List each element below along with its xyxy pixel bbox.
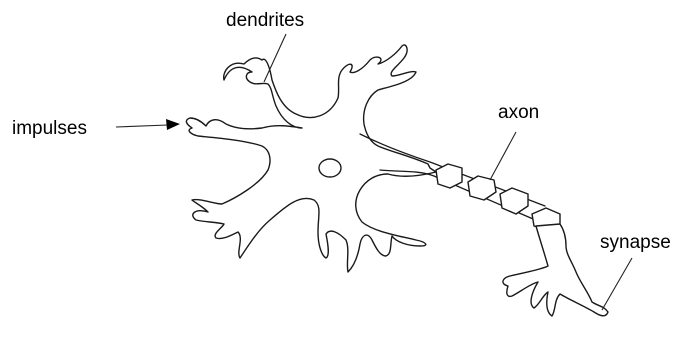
myelin-sheath-segment	[468, 176, 496, 200]
label-axon: axon	[498, 102, 539, 123]
axon-terminal	[503, 224, 608, 316]
cell-body	[186, 45, 436, 272]
impulses-arrowhead	[166, 119, 180, 130]
label-synapse: synapse	[600, 232, 671, 253]
label-impulses: impulses	[12, 118, 87, 139]
synapse-leader-line	[602, 258, 632, 310]
axon-leader-line	[490, 132, 516, 180]
dendrites-leader-line	[264, 34, 286, 82]
label-dendrites: dendrites	[226, 10, 304, 31]
impulses-arrow-line	[116, 125, 168, 127]
myelin-sheath-segment	[436, 164, 462, 188]
myelin-sheath-segment	[500, 188, 528, 214]
nucleus	[319, 159, 341, 177]
